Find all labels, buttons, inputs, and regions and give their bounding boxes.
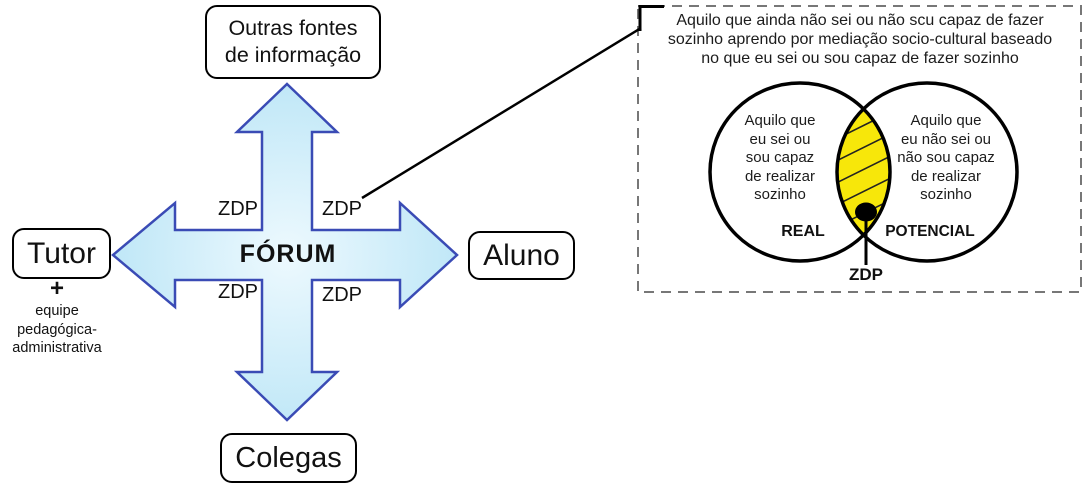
zdp-label-bottom-left: ZDP <box>218 281 258 303</box>
tutor-team-text: equipe pedagógica- administrativa <box>12 303 102 356</box>
cross-arrow-shape <box>111 82 459 422</box>
node-aluno-label: Aluno <box>483 238 560 272</box>
node-outras-fontes-label: Outras fontes de informação <box>224 16 362 67</box>
node-aluno: Aluno <box>468 231 575 280</box>
zdp-label-top-right: ZDP <box>322 198 362 220</box>
forum-center-label: FÓRUM <box>239 240 337 268</box>
node-colegas-label: Colegas <box>235 441 342 474</box>
tutor-plus-sign: + <box>49 275 64 302</box>
venn-left-circle-text: Aquilo que eu sei ou sou capaz de realiz… <box>744 112 816 203</box>
venn-right-circle <box>835 81 1019 263</box>
venn-zdp-label: ZDP <box>849 265 883 284</box>
zdp-label-bottom-right: ZDP <box>322 284 362 306</box>
connector-line <box>361 26 642 200</box>
zdp-label-top-left: ZDP <box>218 198 258 220</box>
venn-real-label: REAL <box>781 223 825 240</box>
venn-left-circle <box>708 81 892 263</box>
node-colegas: Colegas <box>220 433 357 483</box>
panel-intro-text: Aquilo que ainda não sei ou não scu capa… <box>667 12 1053 67</box>
node-outras-fontes: Outras fontes de informação <box>205 5 381 79</box>
panel-corner-bracket <box>638 5 664 31</box>
venn-right-circle-text: Aquilo que eu não sei ou não sou capaz d… <box>897 112 995 203</box>
node-tutor: Tutor <box>12 228 111 279</box>
node-tutor-label: Tutor <box>27 236 96 270</box>
venn-potencial-label: POTENCIAL <box>885 223 975 240</box>
dashed-panel-border <box>637 5 1082 293</box>
